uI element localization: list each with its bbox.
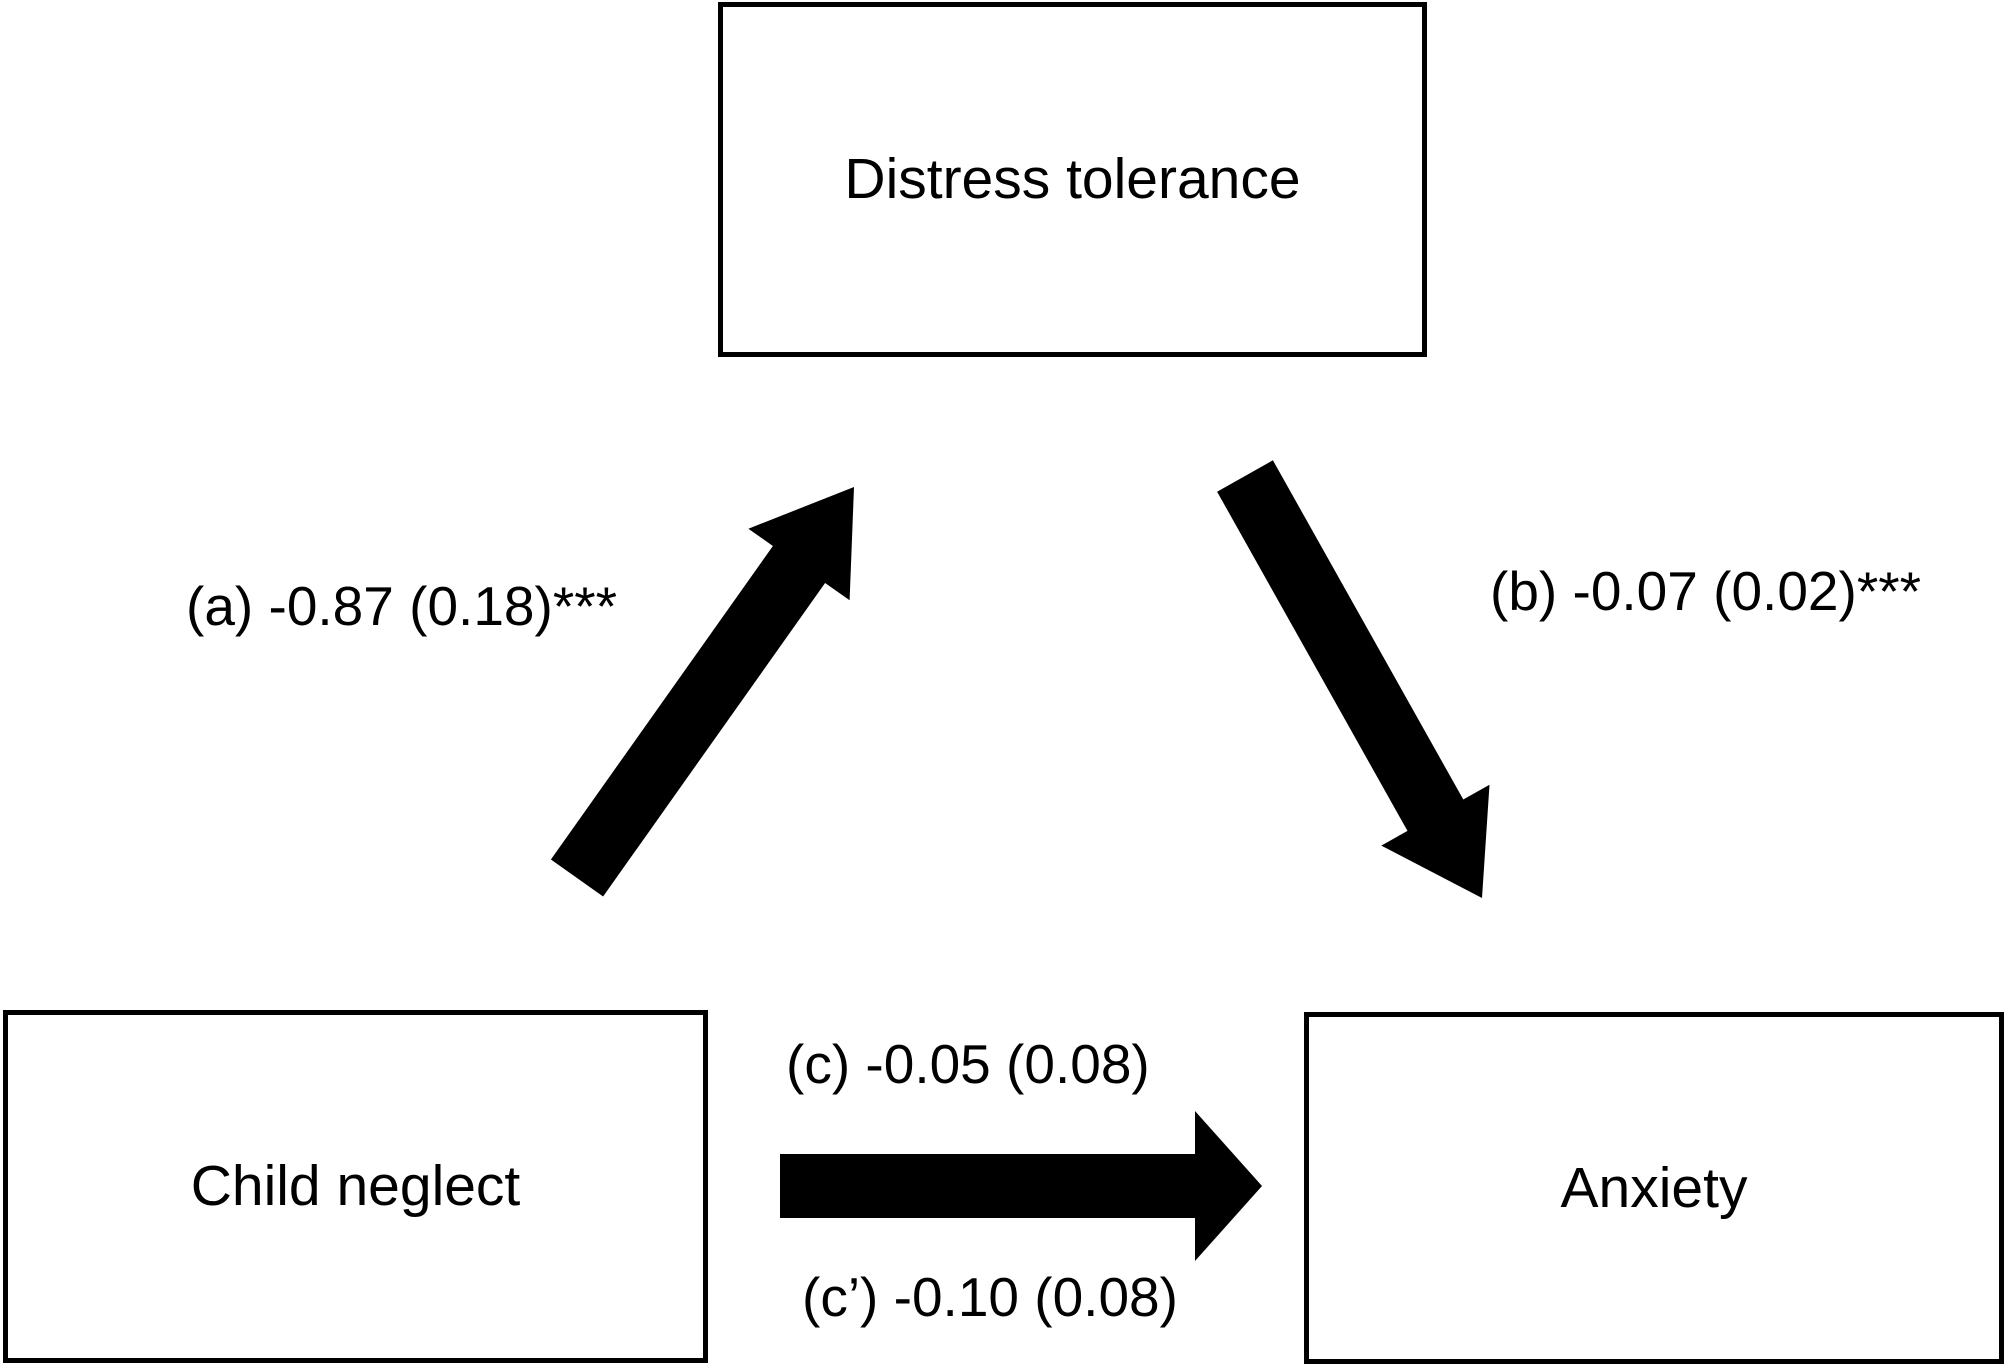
node-distress-tolerance-label: Distress tolerance <box>844 147 1301 212</box>
path-a-coefficient-label: (a) -0.87 (0.18)*** <box>186 575 618 637</box>
node-child-neglect: Child neglect <box>3 1010 708 1363</box>
node-anxiety-label: Anxiety <box>1560 1155 1748 1220</box>
path-c-prime-coefficient-label: (c’) -0.10 (0.08) <box>802 1266 1178 1328</box>
node-anxiety: Anxiety <box>1304 1012 2004 1364</box>
path-b-coefficient-label: (b) -0.07 (0.02)*** <box>1490 560 1922 622</box>
path-c-coefficient-label: (c) -0.05 (0.08) <box>786 1033 1150 1095</box>
node-child-neglect-label: Child neglect <box>190 1154 521 1219</box>
node-distress-tolerance: Distress tolerance <box>718 2 1427 357</box>
path-b-arrow-icon <box>1217 460 1490 898</box>
path-c-arrow-icon <box>780 1111 1262 1261</box>
path-a-arrow-icon <box>550 487 854 897</box>
